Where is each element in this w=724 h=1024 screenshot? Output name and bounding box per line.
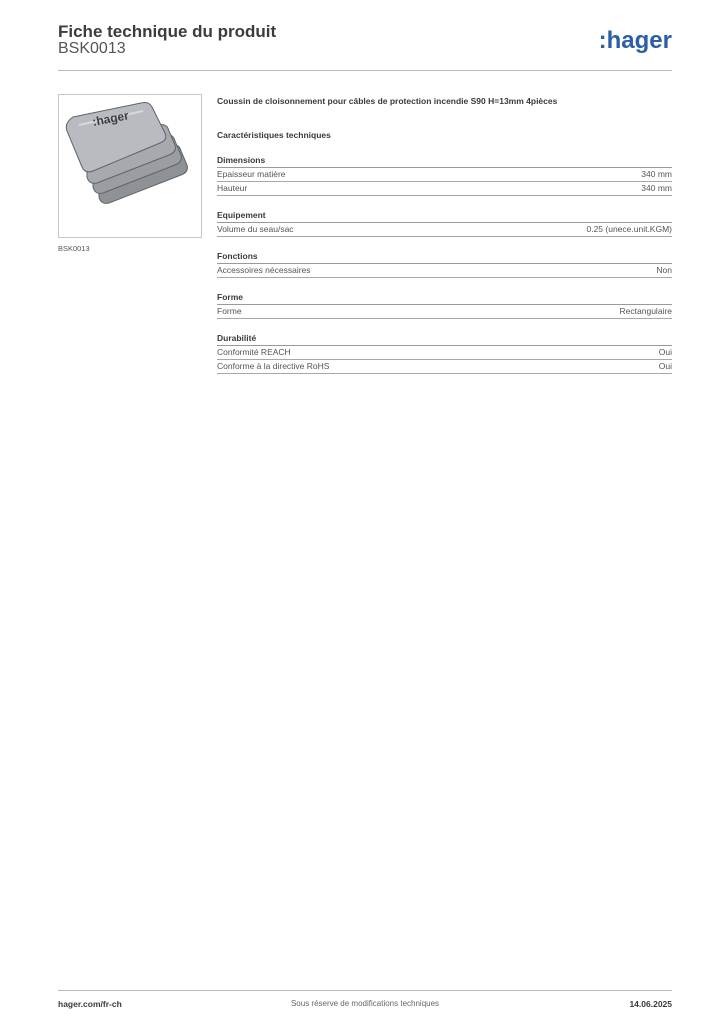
section-fonctions: Fonctions Accessoires nécessaires Non xyxy=(217,250,672,278)
spec-label: Accessoires nécessaires xyxy=(217,265,311,275)
section-title: Forme xyxy=(217,291,672,305)
footer-website: hager.com/fr-ch xyxy=(58,999,122,1009)
section-equipement: Equipement Volume du seau/sac 0.25 (unec… xyxy=(217,209,672,237)
tech-heading: Caractéristiques techniques xyxy=(217,130,331,140)
spec-row: Accessoires nécessaires Non xyxy=(217,264,672,278)
spec-row: Conformité REACH Oui xyxy=(217,346,672,360)
spec-row: Volume du seau/sac 0.25 (unece.unit.KGM) xyxy=(217,223,672,237)
spec-label: Hauteur xyxy=(217,183,248,193)
spec-value: 340 mm xyxy=(641,169,672,179)
section-title: Fonctions xyxy=(217,250,672,264)
footer-notice: Sous réserve de modifications techniques xyxy=(290,999,440,1008)
spec-row: Conforme à la directive RoHS Oui xyxy=(217,360,672,374)
spec-value: Rectangulaire xyxy=(619,306,672,316)
section-durabilite: Durabilité Conformité REACH Oui Conforme… xyxy=(217,332,672,374)
spec-row: Forme Rectangulaire xyxy=(217,305,672,319)
section-dimensions: Dimensions Epaisseur matière 340 mm Haut… xyxy=(217,154,672,196)
page-header: Fiche technique du produit BSK0013 :hage… xyxy=(58,22,672,71)
section-title: Equipement xyxy=(217,209,672,223)
hager-logo: :hager xyxy=(599,27,672,54)
image-caption: BSK0013 xyxy=(58,244,90,253)
spec-value: 340 mm xyxy=(641,183,672,193)
product-description: Coussin de cloisonnement pour câbles de … xyxy=(217,96,558,106)
spec-label: Conformité REACH xyxy=(217,347,291,357)
product-image: :hager xyxy=(58,94,202,238)
pillow-stack xyxy=(65,102,188,204)
spec-value: Non xyxy=(656,265,672,275)
spec-label: Forme xyxy=(217,306,242,316)
spec-value: Oui xyxy=(658,347,672,357)
product-code: BSK0013 xyxy=(58,40,126,57)
specs-content: Coussin de cloisonnement pour câbles de … xyxy=(217,96,672,374)
spec-label: Conforme à la directive RoHS xyxy=(217,361,330,371)
pillow-brand-text: :hager xyxy=(91,108,130,129)
spec-label: Volume du seau/sac xyxy=(217,224,294,234)
page-footer: hager.com/fr-ch Sous réserve de modifica… xyxy=(58,990,672,1011)
section-title: Durabilité xyxy=(217,332,672,346)
page-title: Fiche technique du produit xyxy=(58,22,277,41)
spec-value: 0.25 (unece.unit.KGM) xyxy=(586,224,672,234)
spec-row: Epaisseur matière 340 mm xyxy=(217,168,672,182)
logo-text: :hager xyxy=(599,27,672,54)
fire-protection-pillows-illustration: :hager xyxy=(59,95,201,237)
footer-date: 14.06.2025 xyxy=(629,999,672,1009)
section-forme: Forme Forme Rectangulaire xyxy=(217,291,672,319)
spec-row: Hauteur 340 mm xyxy=(217,182,672,196)
spec-label: Epaisseur matière xyxy=(217,169,286,179)
spec-value: Oui xyxy=(658,361,672,371)
section-title: Dimensions xyxy=(217,154,672,168)
